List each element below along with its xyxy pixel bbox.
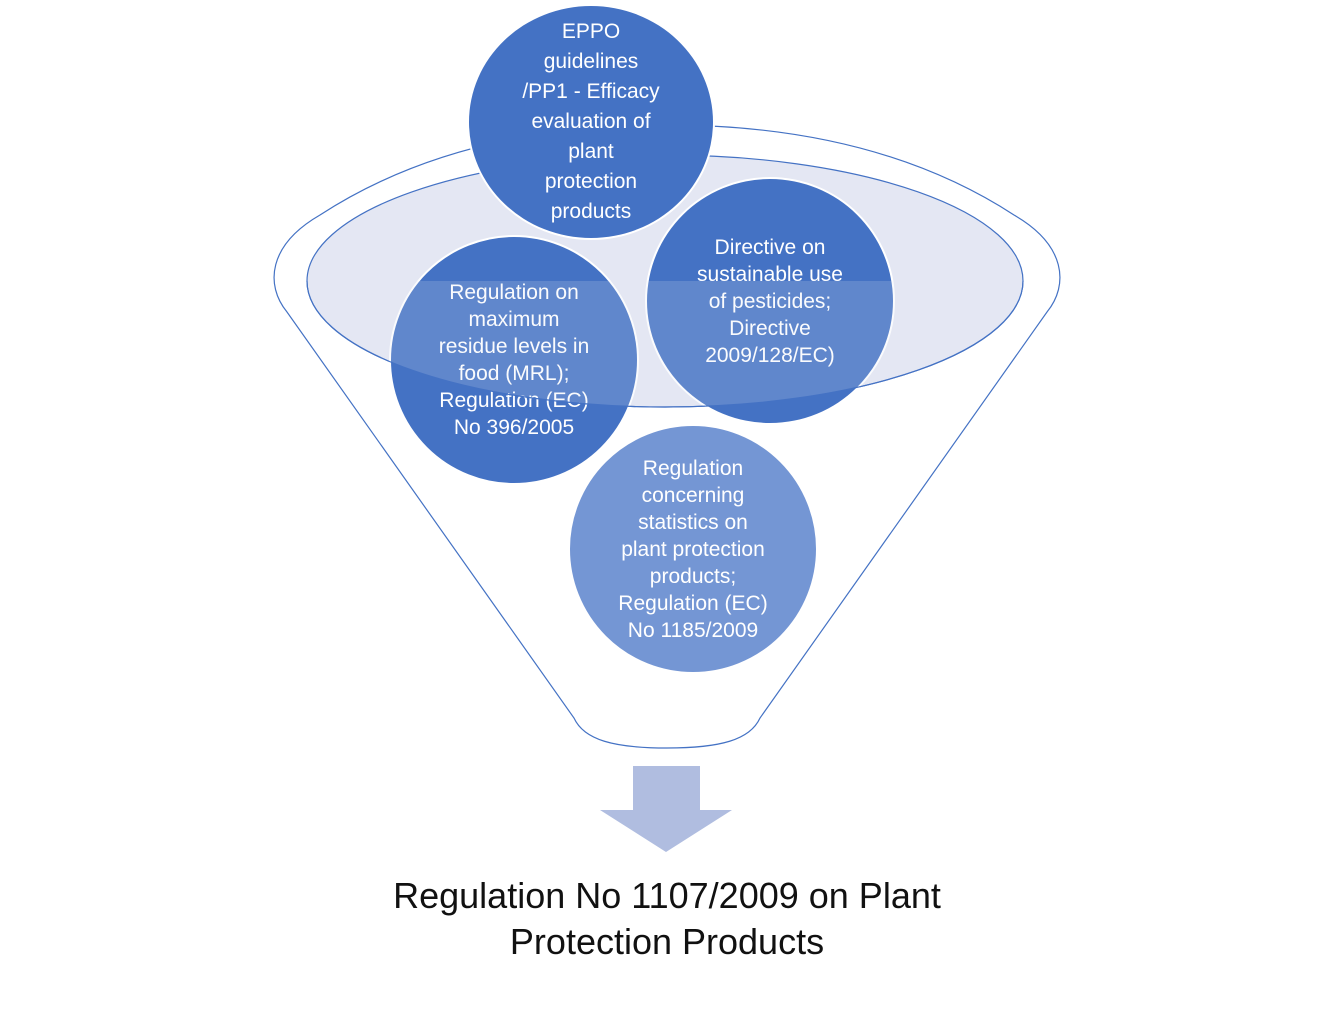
sustainable-use-directive-label: Directive on sustainable use of pesticid… — [697, 235, 843, 367]
down-arrow-icon — [600, 766, 732, 852]
output-regulation-label: Regulation No 1107/2009 on Plant Protect… — [393, 875, 941, 962]
statistics-regulation-circle: Regulation concerning statistics on plan… — [568, 424, 818, 674]
mrl-regulation-label: Regulation on maximum residue levels in … — [438, 281, 590, 439]
eppo-guidelines-label: EPPO guidelines /PP1 - Efficacy evaluati… — [522, 20, 660, 223]
statistics-regulation-label: Regulation concerning statistics on plan… — [618, 456, 768, 642]
sustainable-use-directive-circle: Directive on sustainable use of pesticid… — [645, 177, 895, 425]
mrl-regulation-circle: Regulation on maximum residue levels in … — [389, 235, 639, 485]
eppo-guidelines-circle: EPPO guidelines /PP1 - Efficacy evaluati… — [467, 4, 715, 240]
